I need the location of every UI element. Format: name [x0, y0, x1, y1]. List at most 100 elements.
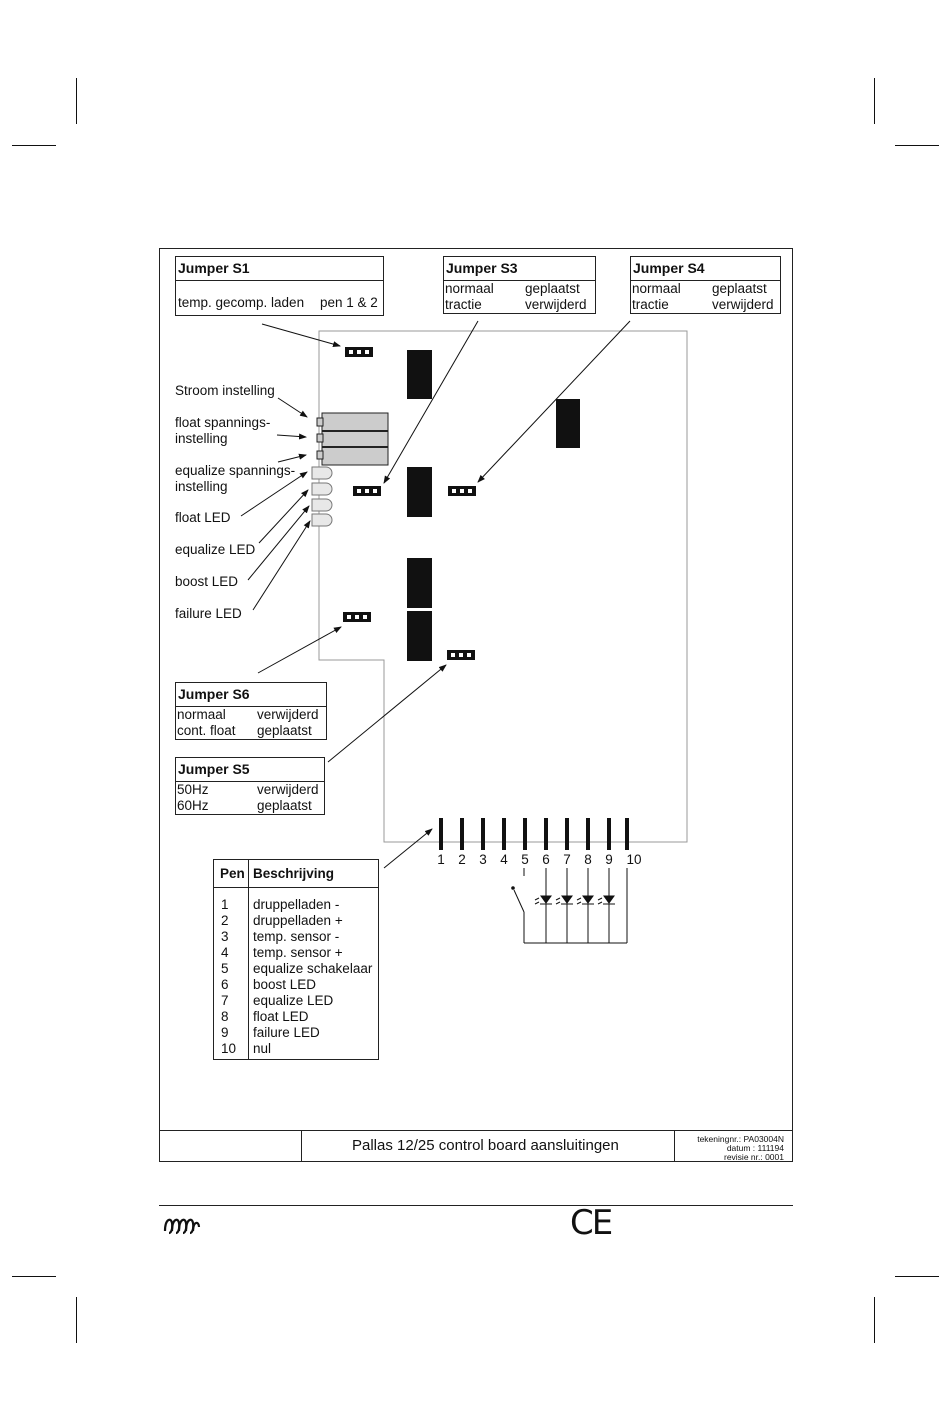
pen-description: druppelladen + [253, 913, 343, 928]
pen-table: Pen Beschrijving 1 druppelladen - 2 drup… [213, 859, 379, 1060]
victron-logo-icon [163, 1218, 201, 1235]
pen-number: 4 [221, 945, 229, 960]
pen-number: 10 [221, 1041, 237, 1056]
pen-description: float LED [253, 1009, 309, 1024]
jumper-s3-header [353, 486, 381, 496]
leader-s6 [257, 626, 342, 674]
leader-s3 [383, 320, 479, 484]
jumper-s1-box: Jumper S1 temp. gecomp. laden pen 1 & 2 [175, 256, 384, 316]
jumper-s3-title: Jumper S3 [444, 257, 595, 281]
pen-table-header-description: Beschrijving [253, 866, 335, 881]
drawing-frame [159, 248, 793, 1162]
label-boost-led: boost LED [175, 574, 239, 589]
title-block-divider [674, 1131, 675, 1162]
pen-number: 7 [221, 993, 229, 1008]
pen-number: 1 [221, 897, 229, 912]
label-equalize-spanning: equalize spannings- [175, 463, 296, 478]
leader-boost-led [247, 505, 310, 581]
pin-label: 10 [626, 852, 642, 867]
pin-label: 7 [563, 852, 571, 867]
pen-description: equalize schakelaar [253, 961, 373, 976]
drawing-date: datum : 111194 [726, 1143, 784, 1153]
pen-table-header-line [214, 887, 378, 888]
label-equalize-led: equalize LED [175, 542, 256, 557]
connector-pins [439, 818, 629, 850]
external-leds [534, 895, 615, 905]
pen-table-divider [248, 860, 249, 1059]
leader-float-sp [276, 433, 307, 440]
crop-mark [12, 145, 56, 146]
crop-mark [895, 145, 939, 146]
jumper-s5-title: Jumper S5 [176, 758, 324, 782]
pin-label: 2 [458, 852, 466, 867]
pin-label: 9 [605, 852, 613, 867]
leader-failure-led [252, 520, 311, 611]
jumper-s4-value: verwijderd [712, 297, 774, 312]
crop-mark [76, 1297, 77, 1343]
label-float-led: float LED [175, 510, 231, 525]
led-symbol [534, 895, 552, 905]
pin-label: 5 [521, 852, 529, 867]
jumper-s4-box: Jumper S4 normaal geplaatst tractie verw… [630, 256, 781, 314]
pen-description: nul [253, 1041, 272, 1056]
jumper-s3-value: geplaatst [525, 281, 580, 296]
jumper-s4-value: geplaatst [712, 281, 767, 296]
leader-s5 [327, 664, 447, 763]
pin-label: 6 [542, 852, 550, 867]
drawing-title: Pallas 12/25 control board aansluitingen [352, 1137, 619, 1154]
label-failure-led: failure LED [175, 606, 242, 621]
led-symbol [597, 895, 615, 905]
label-float-spanning-2: instelling [175, 431, 228, 446]
ic-component [407, 558, 432, 608]
label-float-spanning: float spannings- [175, 415, 271, 430]
pen-number: 8 [221, 1009, 229, 1024]
jumper-s6-value: geplaatst [257, 723, 312, 738]
pen-number: 2 [221, 913, 229, 928]
leader-pen [383, 828, 433, 869]
footer-rule [159, 1205, 793, 1206]
ic-component [407, 467, 432, 517]
label-stroom-instelling: Stroom instelling [175, 383, 275, 398]
ic-component [556, 399, 580, 448]
leader-eq-sp [277, 453, 307, 463]
pen-number: 3 [221, 929, 229, 944]
drawing-revision: revisie nr.: 0001 [723, 1152, 784, 1162]
pin-label: 8 [584, 852, 592, 867]
title-block: Pallas 12/25 control board aansluitingen… [159, 1130, 793, 1162]
jumper-s3-box: Jumper S3 normaal geplaatst tractie verw… [443, 256, 596, 314]
pen-description: temp. sensor + [253, 945, 343, 960]
jumper-s3-setting: normaal [445, 281, 494, 296]
jumper-s4-setting: tractie [632, 297, 669, 312]
crop-mark [12, 1276, 56, 1277]
jumper-s5-setting: 50Hz [177, 782, 209, 797]
jumper-s1-header [345, 347, 373, 357]
jumper-s6-title: Jumper S6 [176, 683, 326, 707]
jumper-s6-setting: cont. float [177, 723, 236, 738]
jumper-s6-value: verwijderd [257, 707, 319, 722]
jumper-s5-header [447, 650, 475, 660]
leader-s1 [261, 323, 341, 347]
jumper-s6-setting: normaal [177, 707, 226, 722]
jumper-s5-setting: 60Hz [177, 798, 209, 813]
jumper-s4-header [448, 486, 476, 496]
pen-number: 6 [221, 977, 229, 992]
board-outline [318, 330, 688, 843]
jumper-s5-value: geplaatst [257, 798, 312, 813]
external-wiring [511, 868, 628, 944]
pen-description: temp. sensor - [253, 929, 340, 944]
jumper-s6-box: Jumper S6 normaal verwijderd cont. float… [175, 682, 327, 740]
pen-description: druppelladen - [253, 897, 340, 912]
leader-s4 [477, 320, 631, 483]
title-block-divider [301, 1131, 302, 1162]
pin-label: 3 [479, 852, 487, 867]
pen-number: 5 [221, 961, 229, 976]
ic-component [407, 350, 432, 399]
crop-mark [76, 78, 77, 124]
leader-float-led [240, 471, 308, 517]
pen-table-header-pen: Pen [220, 866, 245, 881]
pen-number: 9 [221, 1025, 229, 1040]
jumper-s6-header [343, 612, 371, 622]
crop-mark [895, 1276, 939, 1277]
crop-mark [874, 78, 875, 124]
led-symbol [576, 895, 594, 905]
